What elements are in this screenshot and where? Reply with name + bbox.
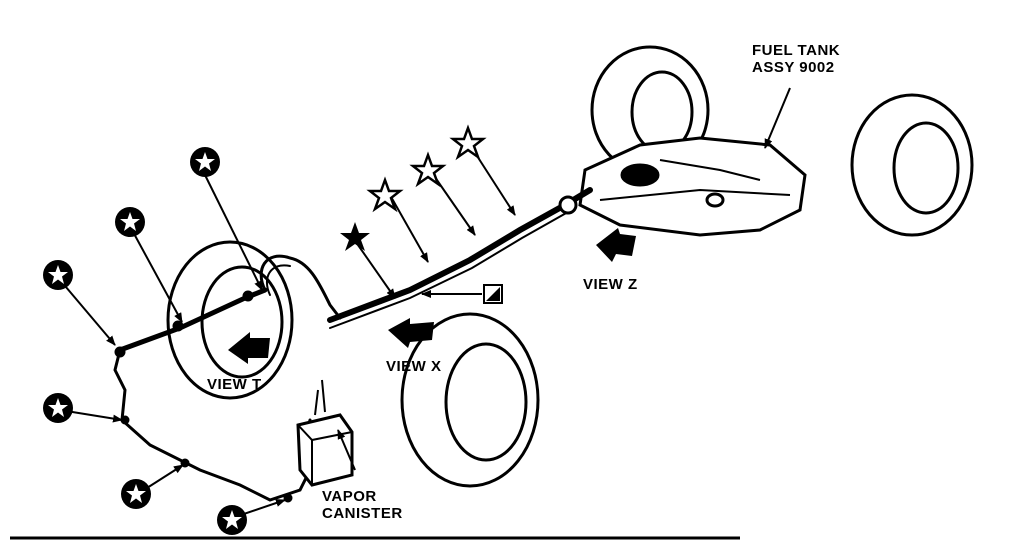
square-marker — [421, 284, 503, 304]
fuel-tank-label-line-2: ASSY 9002 — [752, 59, 835, 76]
fuel-tank — [578, 136, 807, 237]
solid-star-icon — [340, 222, 370, 251]
fuel-tank-label-line-1: FUEL TANK — [752, 42, 841, 59]
view-z-label: VIEW Z — [583, 276, 638, 293]
circle-star-2-icon — [115, 207, 145, 237]
front-right-wheel — [400, 312, 540, 488]
circle-star-6-icon — [217, 505, 247, 535]
rear-left-wheel — [590, 45, 710, 175]
vapor-canister-label-line-2: CANISTER — [322, 505, 403, 522]
circle-star-3-icon — [43, 260, 73, 290]
front-left-wheel — [166, 240, 294, 400]
view-x-arrow — [388, 318, 434, 348]
circle-star-5-icon — [121, 479, 151, 509]
fuel-tank-label: FUEL TANK ASSY 9002 — [752, 42, 840, 76]
circle-star-1-icon — [190, 147, 220, 177]
view-t-arrow — [228, 332, 270, 364]
view-t-label: VIEW T — [207, 376, 262, 393]
circle-star-4-icon — [43, 393, 73, 423]
vapor-canister-label-line-1: VAPOR — [322, 488, 377, 505]
outline-star-3-icon — [449, 124, 487, 161]
fuel-tank-leader — [764, 87, 791, 149]
rear-right-wheel — [850, 93, 974, 237]
vapor-canister-label: VAPOR CANISTER — [322, 488, 403, 522]
view-x-label: VIEW X — [386, 358, 442, 375]
view-z-arrow — [596, 228, 636, 262]
canister-leader — [337, 429, 356, 471]
solid-star-leader — [357, 244, 396, 299]
outline-star-2-icon — [409, 151, 447, 188]
vapor-canister — [296, 379, 354, 487]
outline-star-1-icon — [366, 176, 404, 213]
